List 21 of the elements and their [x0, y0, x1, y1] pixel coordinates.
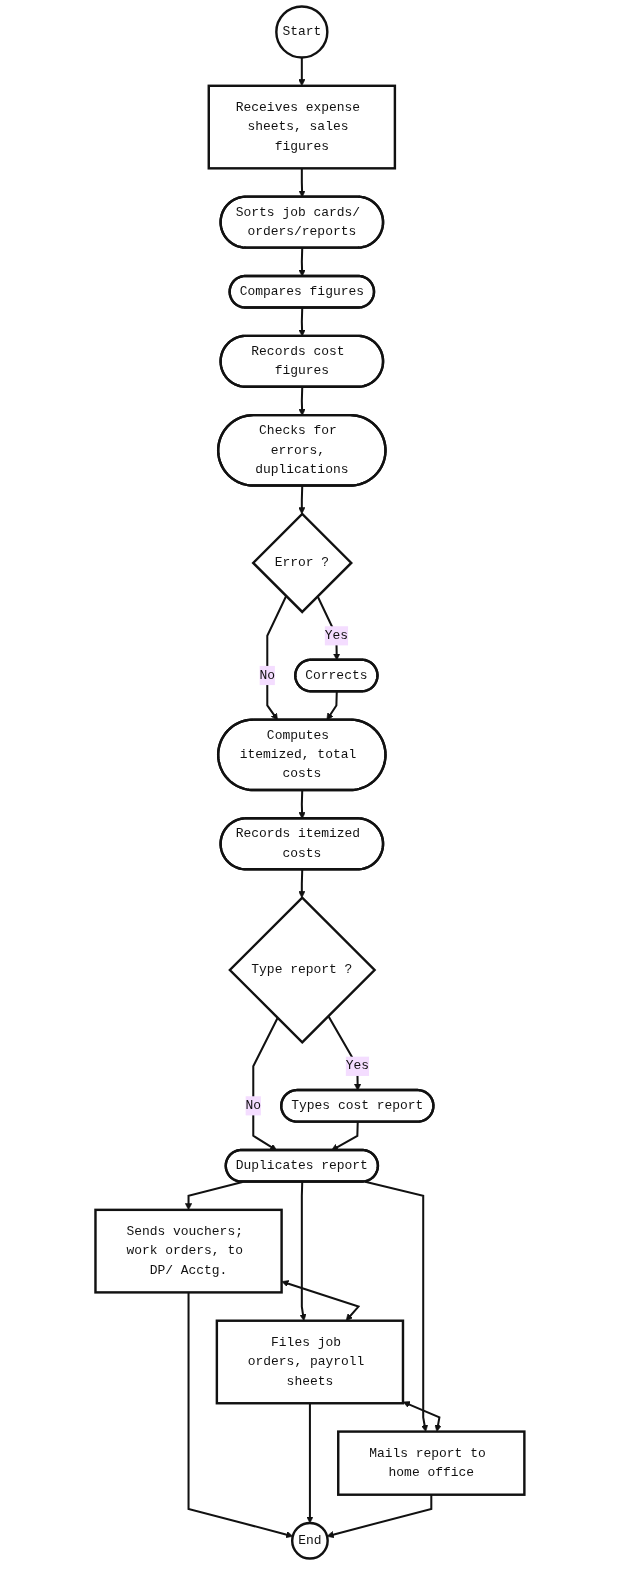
node-box: Sends vouchers; work orders, to DP/ Acctg.	[94, 1208, 283, 1294]
arrow	[298, 869, 306, 898]
node-box: Receives expense sheets, sales figures	[207, 84, 397, 170]
arrow	[187, 1292, 294, 1539]
edge-label: No	[245, 1098, 262, 1114]
node-box: Files job orders, payroll sheets	[215, 1319, 405, 1405]
node-diamond: Error ?	[251, 512, 354, 614]
arrow	[326, 1494, 433, 1539]
edge-label: Yes	[345, 1058, 370, 1074]
node-circle: End	[291, 1521, 329, 1560]
arrow	[306, 1403, 314, 1524]
node-box: Mails report to home office	[337, 1430, 526, 1496]
arrow	[298, 485, 306, 515]
arrow	[403, 1401, 442, 1432]
edge-label: Yes	[324, 628, 349, 644]
arrow	[298, 387, 306, 416]
edge-label: No	[259, 668, 276, 683]
node-diamond: Type report ?	[228, 895, 377, 1045]
arrow	[327, 1015, 362, 1091]
arrow	[365, 1180, 429, 1432]
node-circle: Start	[275, 5, 329, 59]
